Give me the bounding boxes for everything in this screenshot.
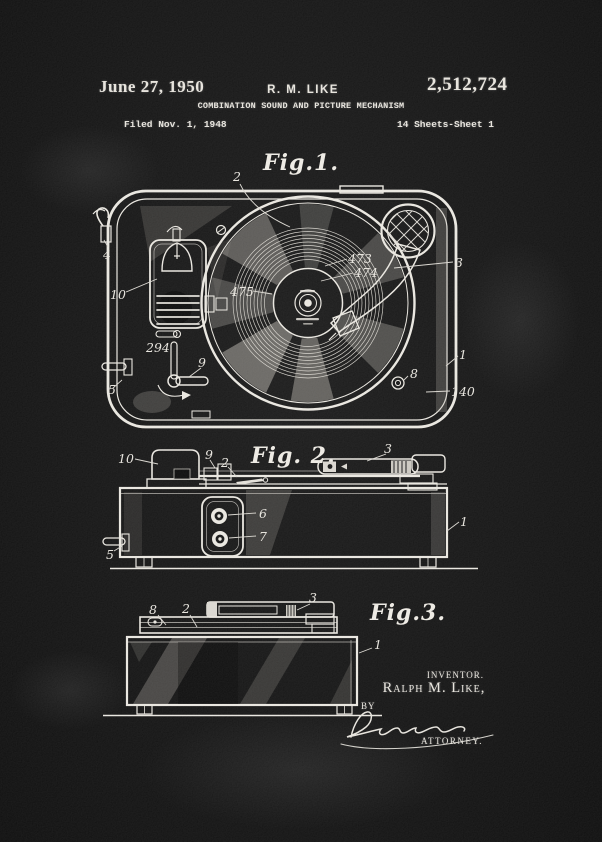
by-label: BY [361,701,376,711]
patent-title: COMBINATION SOUND AND PICTURE MECHANISM [197,101,405,111]
sheet-info: 14 Sheets-Sheet 1 [397,119,494,130]
attorney-caption: ATTORNEY. [421,736,483,746]
patent-date: June 27, 1950 [99,77,205,96]
inventor-abbrev: R. M. LIKE [267,84,339,96]
patent-number: 2,512,724 [427,74,508,95]
filed-date: Filed Nov. 1, 1948 [124,119,227,130]
inventor-name: Ralph M. Like, [382,680,486,696]
inventor-caption: INVENTOR. [426,670,484,680]
